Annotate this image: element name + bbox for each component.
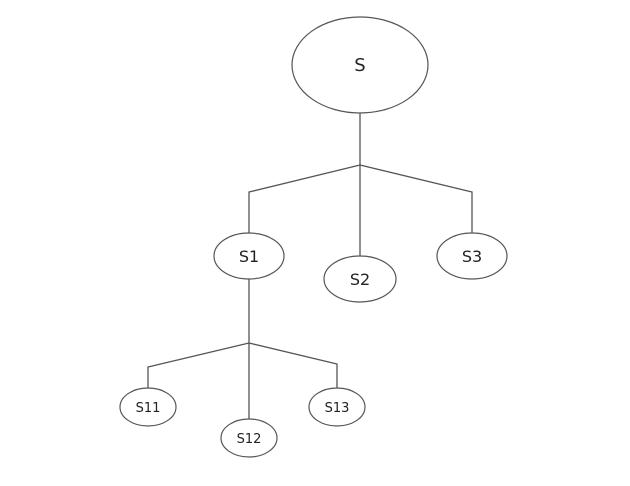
edge-s1-s11 <box>147 342 250 388</box>
node-label: S1 <box>239 247 259 266</box>
edges <box>147 113 473 419</box>
node-s11: S11 <box>119 387 177 427</box>
node-s2: S2 <box>323 255 397 303</box>
node-s12: S12 <box>220 418 278 458</box>
node-s3: S3 <box>436 232 508 280</box>
node-label: S2 <box>350 270 370 289</box>
node-s: S <box>291 16 429 114</box>
node-label: S <box>354 55 365 76</box>
node-s13: S13 <box>308 387 366 427</box>
node-label: S3 <box>462 247 482 266</box>
node-label: S13 <box>325 401 350 416</box>
edge-s-s3 <box>359 164 473 233</box>
edge-s1-s13 <box>248 342 338 388</box>
edge-s-s1 <box>248 164 361 233</box>
node-label: S11 <box>136 401 161 416</box>
node-label: S12 <box>237 432 262 447</box>
node-s1: S1 <box>213 232 285 280</box>
